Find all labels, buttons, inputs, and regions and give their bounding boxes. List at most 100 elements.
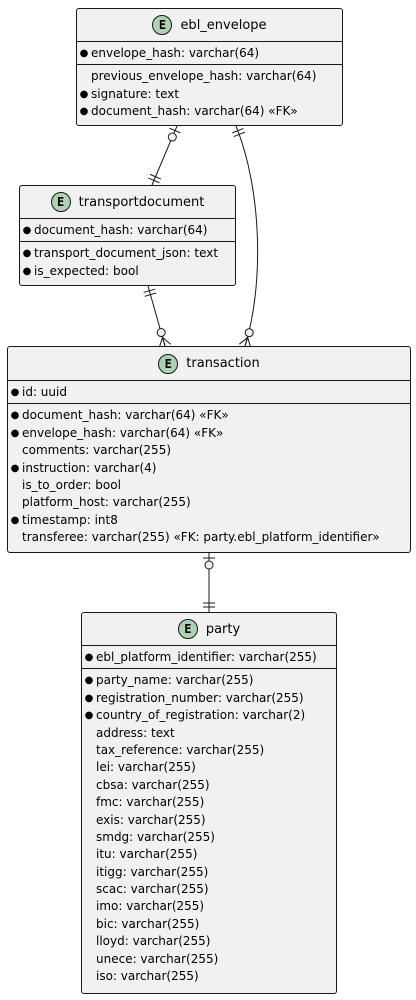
mandatory-bullet-icon — [82, 707, 96, 724]
attribute-text: exis: varchar(255) — [96, 812, 206, 827]
mandatory-bullet-icon — [8, 425, 22, 442]
attribute-text: is_expected: bool — [34, 263, 139, 278]
entity-header: E party — [82, 613, 336, 646]
entity-header: E transaction — [8, 347, 410, 381]
cardinality-mark — [169, 127, 181, 134]
entity-header: E ebl_envelope — [77, 9, 342, 42]
entity-attribute: itigg: varchar(255) — [82, 864, 336, 881]
entity-attribute: envelope_hash: varchar(64) «FK» — [8, 425, 410, 442]
attribute-text: smdg: varchar(255) — [96, 829, 215, 844]
cardinality-mark — [162, 336, 172, 345]
entity-attribute: transferee: varchar(255) «FK: party.ebl_… — [8, 529, 410, 546]
attribute-text: lloyd: varchar(255) — [96, 934, 211, 949]
entity-attribute: ebl_platform_identifier: varchar(255) — [82, 649, 336, 666]
attribute-text: itu: varchar(255) — [96, 847, 198, 862]
entity-attribute: party_name: varchar(255) — [82, 672, 336, 689]
entity-attribute: lloyd: varchar(255) — [82, 933, 336, 950]
attribute-text: id: uuid — [22, 385, 67, 399]
entity-attribute: timestamp: int8 — [8, 512, 410, 529]
mandatory-bullet-icon — [8, 384, 22, 401]
attribute-text: previous_envelope_hash: varchar(64) — [91, 69, 317, 84]
attribute-text: transferee: varchar(255) «FK: party.ebl_… — [22, 530, 380, 545]
entity-attribute: cbsa: varchar(255) — [82, 777, 336, 794]
attribute-text: scac: varchar(255) — [96, 882, 209, 897]
cardinality-mark — [244, 337, 249, 347]
cardinality-mark — [232, 127, 244, 134]
entity-attribute: is_to_order: bool — [8, 477, 410, 494]
attribute-text: comments: varchar(255) — [22, 443, 172, 458]
entity-key-section: envelope_hash: varchar(64) — [77, 42, 342, 66]
entity-badge-icon: E — [158, 353, 179, 374]
entity-key-section: ebl_platform_identifier: varchar(255) — [82, 646, 336, 670]
attribute-text: imo: varchar(255) — [96, 899, 205, 914]
entity-attribute: document_hash: varchar(64) — [20, 222, 235, 239]
mandatory-bullet-icon — [20, 245, 34, 262]
entity-attribute: previous_envelope_hash: varchar(64) — [77, 68, 342, 85]
entity-attribute: comments: varchar(255) — [8, 442, 410, 459]
entity-ebl-envelope[interactable]: E ebl_envelope envelope_hash: varchar(64… — [76, 8, 343, 126]
entity-attribute: iso: varchar(255) — [82, 968, 336, 985]
entity-badge-icon: E — [50, 192, 71, 212]
entity-attribute: bic: varchar(255) — [82, 916, 336, 933]
entity-name: party — [205, 621, 241, 637]
entity-attribute-section: transport_document_json: textis_expected… — [20, 242, 235, 282]
entity-attribute: fmc: varchar(255) — [82, 794, 336, 811]
attribute-text: iso: varchar(255) — [96, 969, 199, 984]
entity-transportdocument[interactable]: E transportdocument document_hash: varch… — [19, 185, 236, 286]
cardinality-mark — [204, 560, 214, 570]
attribute-text: tax_reference: varchar(255) — [96, 742, 265, 757]
entity-attribute-section: previous_envelope_hash: varchar(64) signa… — [77, 65, 342, 122]
entity-badge-icon: E — [177, 619, 198, 639]
entity-attribute: document_hash: varchar(64) «FK» — [8, 407, 410, 424]
entity-attribute: address: text — [82, 725, 336, 742]
attribute-text: instruction: varchar(4) — [22, 460, 157, 475]
cardinality-mark — [148, 177, 160, 184]
attribute-text: signature: text — [91, 86, 180, 101]
entity-attribute: registration_number: varchar(255) — [82, 690, 336, 707]
attribute-text: timestamp: int8 — [22, 512, 118, 527]
entity-attribute: is_expected: bool — [20, 263, 235, 280]
attribute-text: country_of_registration: varchar(2) — [96, 708, 306, 723]
entity-name: ebl_envelope — [180, 17, 267, 33]
cardinality-mark — [143, 288, 156, 293]
attribute-text: ebl_platform_identifier: varchar(255) — [96, 650, 317, 664]
mandatory-bullet-icon — [82, 690, 96, 707]
entity-header: E transportdocument — [20, 186, 235, 219]
entity-attribute: envelope_hash: varchar(64) — [77, 45, 342, 62]
entity-badge-icon: E — [152, 15, 173, 35]
mandatory-bullet-icon — [77, 86, 91, 103]
entity-attribute-section: party_name: varchar(255) registration_num… — [82, 669, 336, 987]
attribute-text: envelope_hash: varchar(64) — [91, 46, 260, 60]
attribute-text: address: text — [96, 725, 175, 740]
entity-key-section: document_hash: varchar(64) — [20, 219, 235, 243]
entity-attribute: smdg: varchar(255) — [82, 829, 336, 846]
cardinality-mark — [244, 328, 254, 338]
entity-party[interactable]: E party ebl_platform_identifier: varchar… — [81, 612, 337, 994]
entity-attribute: unece: varchar(255) — [82, 951, 336, 968]
entity-attribute-section: document_hash: varchar(64) «FK»envelope_… — [8, 404, 410, 548]
mandatory-bullet-icon — [8, 407, 22, 424]
attribute-text: party_name: varchar(255) — [96, 673, 254, 688]
entity-attribute: instruction: varchar(4) — [8, 460, 410, 477]
entity-key-section: id: uuid — [8, 381, 410, 405]
cardinality-mark — [156, 328, 166, 338]
entity-attribute: exis: varchar(255) — [82, 812, 336, 829]
entity-attribute: scac: varchar(255) — [82, 881, 336, 898]
cardinality-mark — [233, 131, 246, 138]
attribute-text: document_hash: varchar(64) — [34, 223, 208, 237]
mandatory-bullet-icon — [77, 103, 91, 120]
attribute-text: document_hash: varchar(64) «FK» — [91, 104, 298, 119]
cardinality-mark — [238, 337, 249, 345]
attribute-text: cbsa: varchar(255) — [96, 777, 210, 792]
mandatory-bullet-icon — [82, 649, 96, 666]
entity-transaction[interactable]: E transaction id: uuid document_hash: var… — [7, 346, 411, 553]
cardinality-mark — [149, 173, 162, 180]
attribute-text: envelope_hash: varchar(64) «FK» — [22, 425, 224, 440]
attribute-text: is_to_order: bool — [22, 477, 121, 492]
entity-attribute: tax_reference: varchar(255) — [82, 742, 336, 759]
entity-attribute: itu: varchar(255) — [82, 846, 336, 863]
mandatory-bullet-icon — [77, 45, 91, 62]
attribute-text: bic: varchar(255) — [96, 916, 200, 931]
attribute-text: fmc: varchar(255) — [96, 795, 205, 810]
